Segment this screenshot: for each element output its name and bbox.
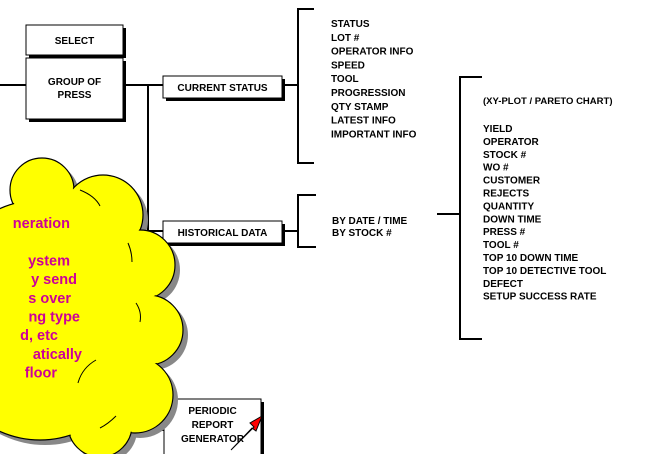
group-label-line1: GROUP OF — [48, 77, 101, 88]
chart-item-13: SETUP SUCCESS RATE — [483, 292, 597, 303]
periodic-line2: REPORT — [192, 420, 234, 431]
cloud-text: neration ystem y send s over ng type d, etc at… — [13, 216, 82, 382]
chart-item-4: CUSTOMER — [483, 176, 541, 187]
status-item-5: PROGRESSION — [331, 88, 405, 99]
cloud-fill — [0, 159, 182, 454]
periodic-report-box: PERIODIC REPORT GENERATOR — [163, 398, 264, 454]
group-of-press-box: GROUP OF PRESS — [25, 57, 126, 122]
periodic-line3: GENERATOR — [181, 434, 245, 445]
chart-item-10: TOP 10 DOWN TIME — [483, 253, 579, 264]
cloud-text-line-6: d, etc — [20, 328, 58, 344]
status-item-6: QTY STAMP — [331, 102, 389, 113]
historical-data-label: HISTORICAL DATA — [178, 228, 268, 239]
chart-item-1: OPERATOR — [483, 137, 540, 148]
group-label-line2: PRESS — [58, 90, 92, 101]
status-item-8: IMPORTANT INFO — [331, 129, 417, 140]
cloud-inner-arcs — [77, 189, 141, 429]
status-item-0: STATUS — [331, 19, 370, 30]
chart-items-list: YIELD OPERATOR STOCK # WO # CUSTOMER REJECTSQ… — [483, 124, 606, 303]
periodic-line1: PERIODIC — [188, 406, 236, 417]
chart-item-11: TOP 10 DETECTIVE TOOL — [483, 266, 606, 277]
cloud-text-line-0: neration — [13, 216, 70, 232]
select-label: SELECT — [55, 36, 94, 47]
current-status-box: CURRENT STATUS — [162, 75, 285, 101]
red-arrow-icon — [230, 414, 264, 451]
chart-item-5: REJECTS — [483, 189, 529, 200]
cloud-text-line-2: ystem — [28, 253, 70, 269]
cloud-text-line-5: ng type — [28, 310, 80, 326]
cloud-text-line-3: y send — [31, 272, 77, 288]
chart-item-8: PRESS # — [483, 227, 526, 238]
chart-item-2: STOCK # — [483, 150, 527, 161]
chart-item-7: DOWN TIME — [483, 214, 542, 225]
status-items-list: STATUS LOT # OPERATOR INFO SPEED TOOL PROGRES… — [331, 19, 417, 140]
status-item-4: TOOL — [331, 74, 359, 85]
cloud-text-line-8: floor — [25, 366, 58, 382]
chart-item-12: DEFECT — [483, 279, 523, 290]
status-item-3: SPEED — [331, 60, 365, 71]
chart-header: (XY-PLOT / PARETO CHART) — [483, 96, 612, 107]
chart-item-6: QUANTITY — [483, 201, 534, 212]
chart-item-9: TOOL # — [483, 240, 519, 251]
status-item-1: LOT # — [331, 33, 360, 44]
hist-item-0: BY DATE / TIME — [332, 216, 408, 227]
cloud-text-line-4: s over — [28, 291, 71, 307]
historical-data-box: HISTORICAL DATA — [162, 220, 285, 246]
current-status-label: CURRENT STATUS — [177, 83, 268, 94]
status-item-2: OPERATOR INFO — [331, 47, 414, 58]
status-item-7: LATEST INFO — [331, 116, 396, 127]
hist-item-1: BY STOCK # — [332, 228, 392, 239]
cloud-text-line-7: atically — [33, 347, 82, 363]
select-box: SELECT — [25, 24, 126, 58]
chart-item-3: WO # — [483, 163, 509, 174]
chart-item-0: YIELD — [483, 124, 512, 135]
